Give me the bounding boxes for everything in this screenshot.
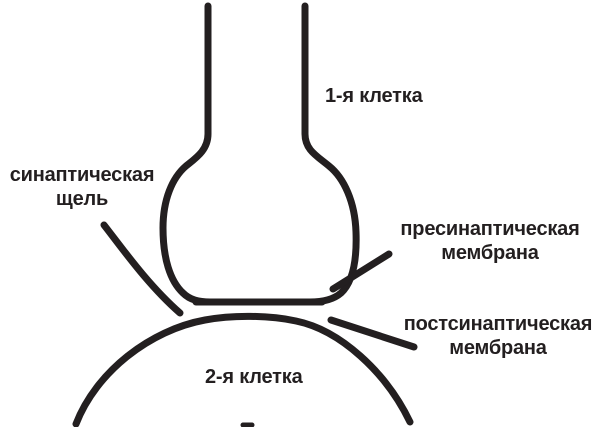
label-presynaptic-line1: пресинаптическая: [400, 218, 580, 240]
presynaptic-leader-line: [329, 250, 393, 293]
label-second-cell: 2-я клетка: [205, 366, 303, 388]
label-presynaptic-membrane: пресинаптическая мембрана: [390, 217, 590, 265]
label-synaptic-cleft-line2: щель: [55, 188, 109, 210]
second-cell-dome: [72, 312, 414, 427]
label-postsynaptic-membrane: постсинаптическая мембрана: [392, 312, 603, 360]
postsynaptic-leader-line: [327, 316, 418, 351]
label-presynaptic-line2: мембрана: [441, 242, 539, 264]
label-postsynaptic-line2: мембрана: [449, 337, 547, 359]
synaptic-cleft-leader-line: [100, 221, 184, 317]
label-first-cell: 1-я клетка: [325, 85, 423, 107]
label-postsynaptic-line1: постсинаптическая: [403, 313, 593, 335]
label-synaptic-cleft: синаптическая щель: [0, 163, 166, 211]
label-synaptic-cleft-line1: синаптическая: [9, 164, 155, 186]
axon-terminal-bulb: [159, 2, 360, 306]
